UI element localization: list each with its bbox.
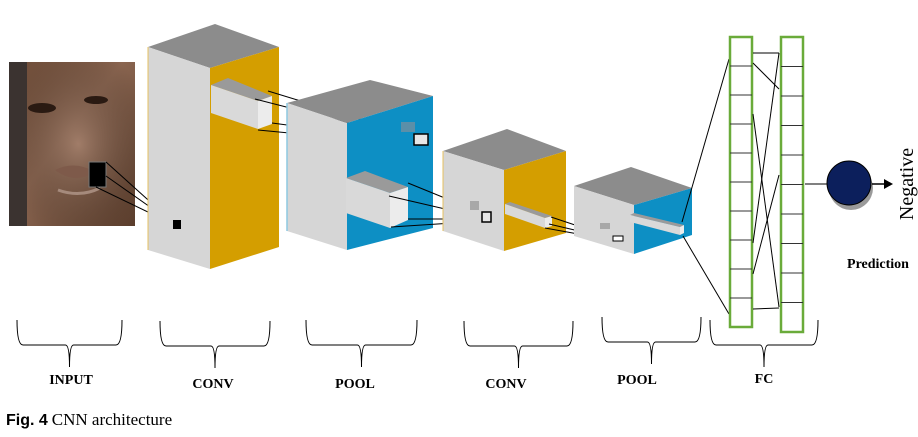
brace-1 [16, 319, 123, 368]
fc-layer-1 [728, 35, 754, 329]
arrow-right-icon [884, 179, 893, 189]
conv1-block [147, 24, 279, 269]
output-node [826, 160, 873, 210]
brace-5 [601, 316, 702, 365]
class-label-negative: Negative [896, 148, 918, 220]
brace-3 [305, 319, 418, 368]
receptive-field-patch [88, 161, 107, 188]
brace-2 [159, 320, 271, 369]
stage-label-fc: FC [755, 372, 774, 387]
stage-braces [16, 316, 819, 369]
pool2-to-fc-lines [681, 58, 730, 315]
conv2-output-pixel [481, 211, 492, 223]
stage-label-pool1: POOL [335, 377, 375, 392]
stage-label-pool2: POOL [617, 373, 657, 388]
stage-label-conv2: CONV [485, 377, 526, 392]
pool2-block [574, 167, 692, 254]
fc-layer-2 [779, 35, 805, 334]
prediction-label: Prediction [847, 257, 909, 272]
stage-label-conv1: CONV [192, 377, 233, 392]
conv1-output-pixel [173, 220, 181, 229]
conv2-block [442, 129, 566, 251]
input-face-image [9, 62, 135, 226]
figure-number: Fig. 4 [6, 412, 48, 429]
pool1-output-pixel [413, 133, 429, 146]
pool1-block [286, 80, 433, 250]
stage-label-input: INPUT [49, 373, 93, 388]
brace-4 [463, 320, 574, 369]
pool2-output-pixel [612, 235, 624, 242]
brace-6 [709, 319, 819, 368]
fc-connections [752, 52, 830, 310]
figure-title: CNN architecture [51, 410, 173, 429]
